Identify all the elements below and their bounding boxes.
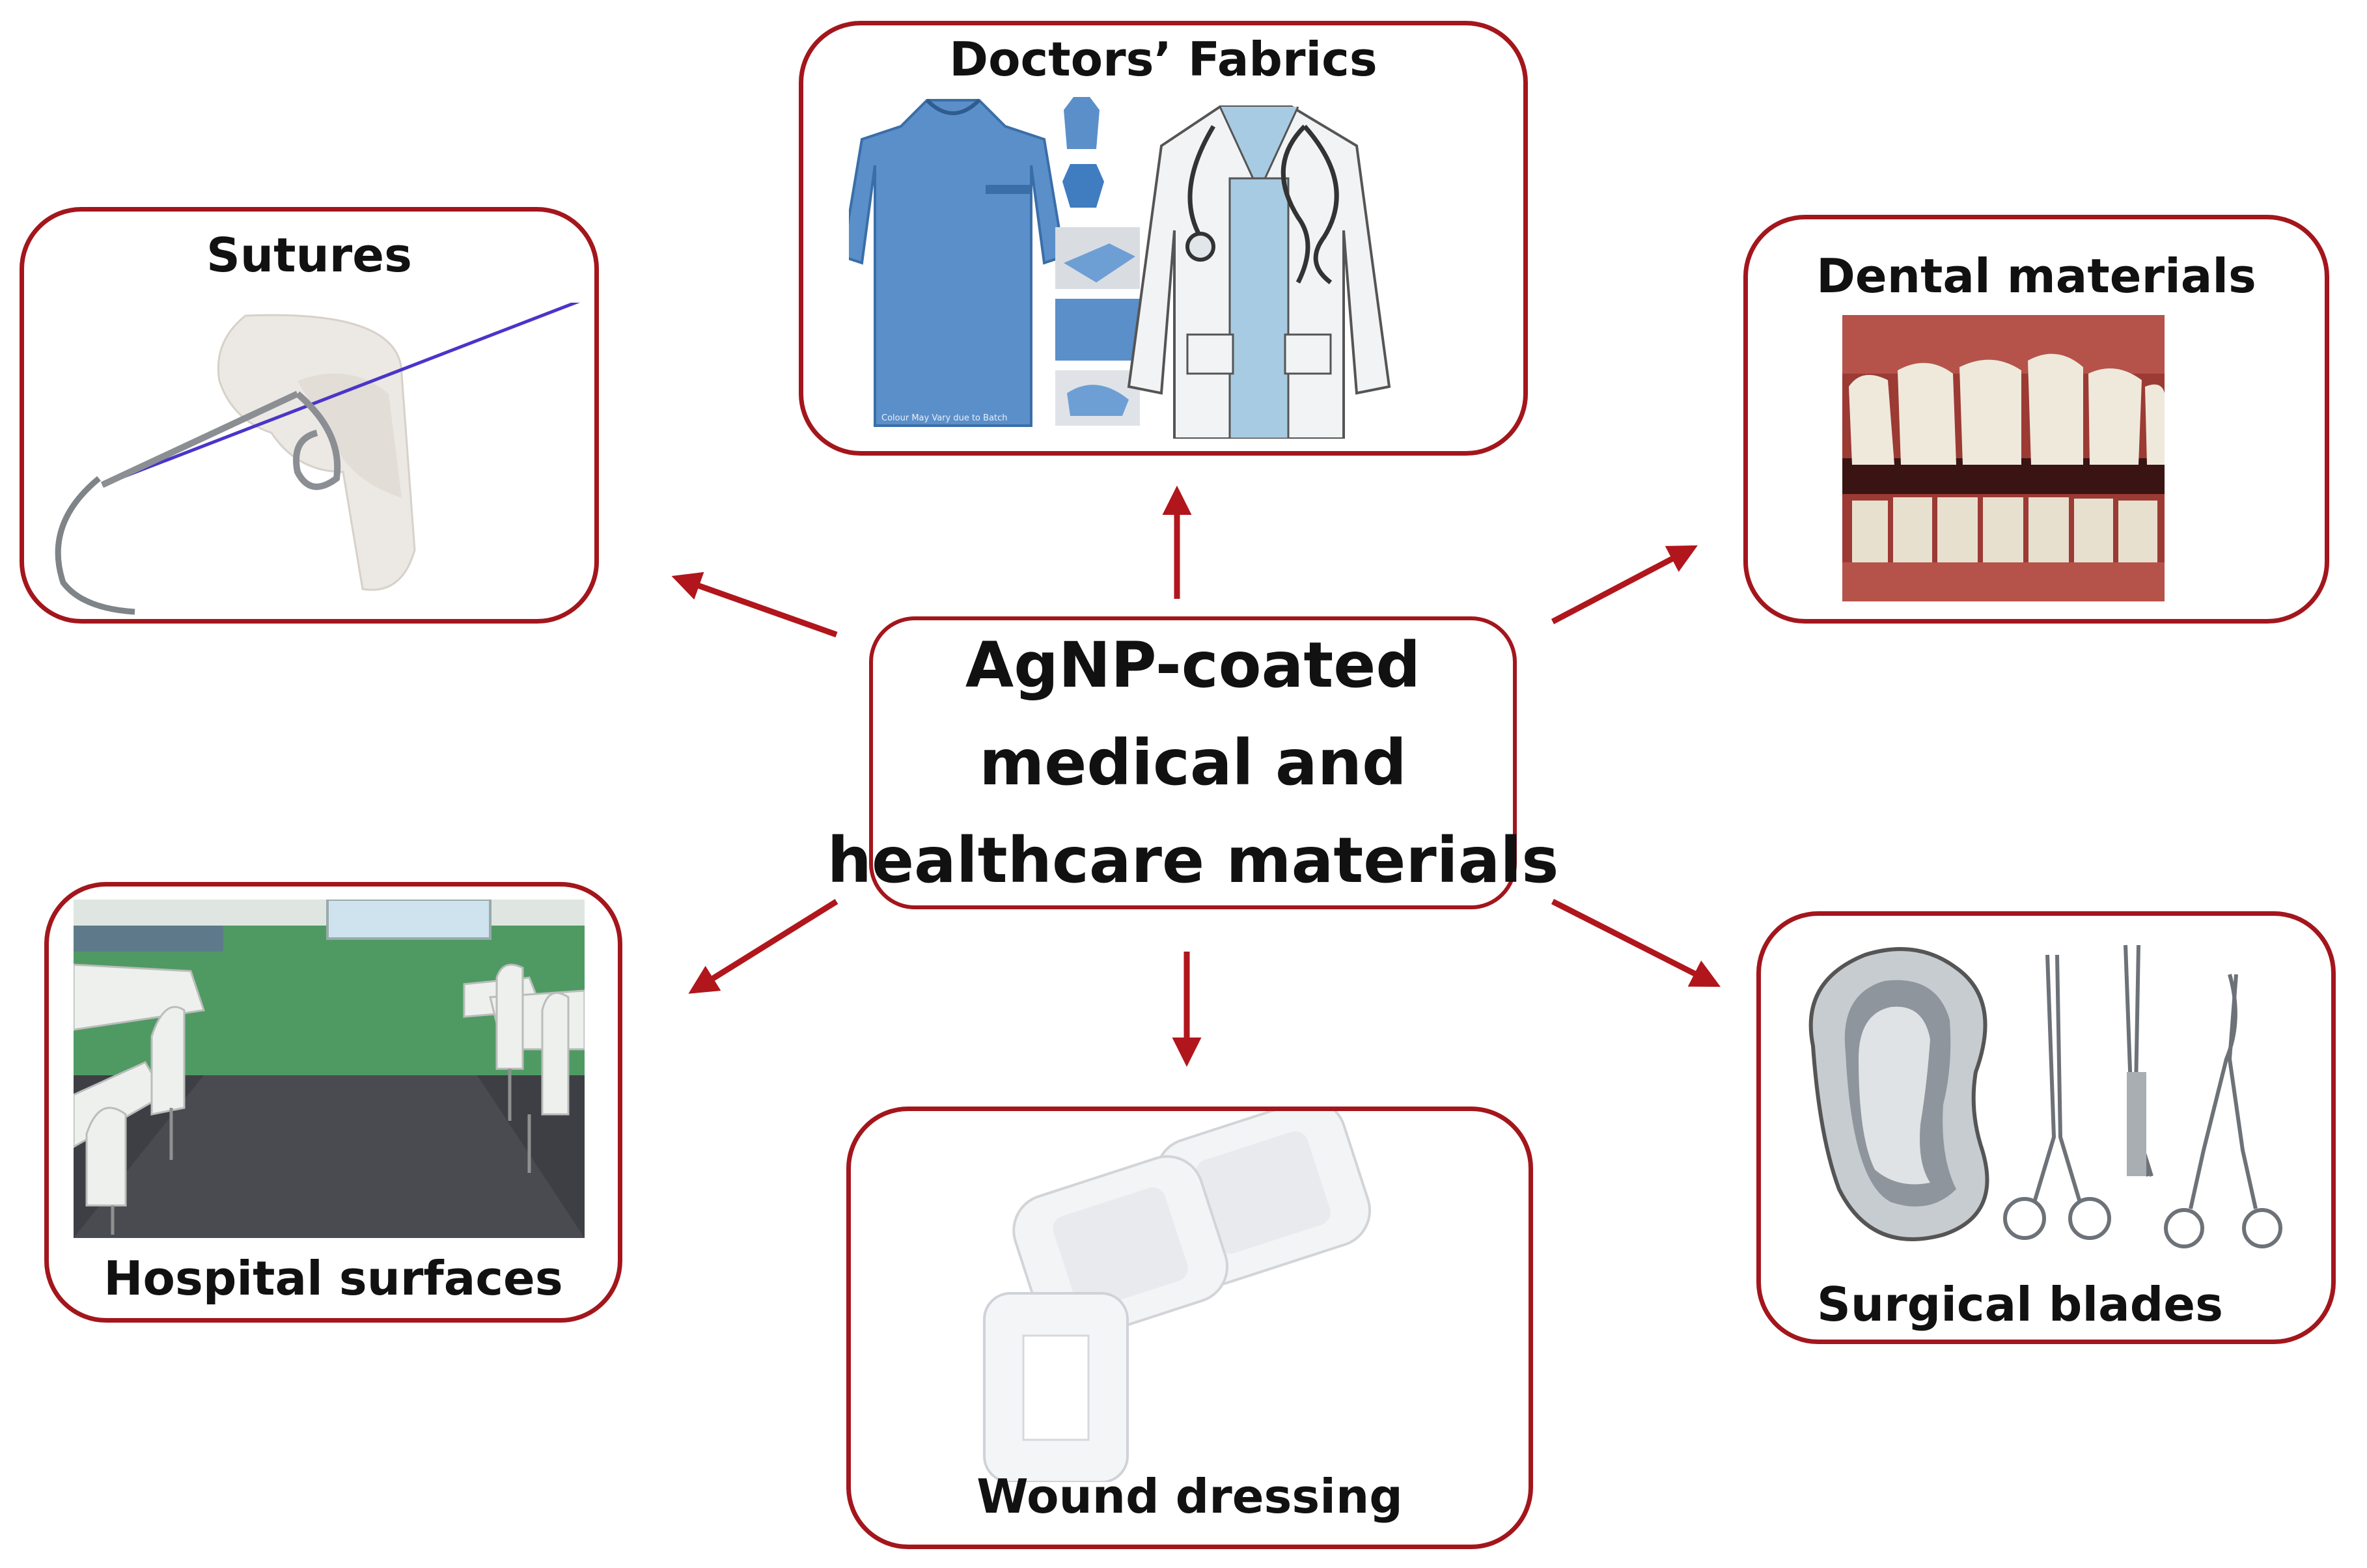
dental-label: Dental materials <box>1816 249 2256 303</box>
node-surgical-blades: Surgical blades <box>1756 911 2336 1344</box>
center-node: AgNP-coated medical and healthcare mater… <box>827 616 1558 909</box>
arrow-to-surgical <box>1551 898 1721 987</box>
hospital-ward-image <box>74 900 585 1238</box>
surgical-tools-image <box>1808 944 2282 1248</box>
node-dental-materials: Dental materials <box>1743 215 2329 624</box>
node-hospital-surfaces: Hospital surfaces <box>44 882 622 1323</box>
center-title: AgNP-coated medical and healthcare mater… <box>827 616 1559 909</box>
fabrics-label: Doctors’ Fabrics <box>949 32 1377 87</box>
wound-label: Wound dressing <box>976 1469 1403 1524</box>
wound-dressing-image <box>983 1111 1372 1482</box>
svg-text:Colour May Vary due to Batch: Colour May Vary due to Batch <box>881 413 1008 423</box>
node-sutures: Sutures <box>20 207 599 624</box>
sutures-label: Sutures <box>206 228 412 282</box>
suture-needle-image <box>55 303 580 615</box>
surgical-label: Surgical blades <box>1817 1277 2223 1332</box>
node-doctors-fabrics: Doctors’ Fabrics Colour May Vary due to … <box>799 21 1528 456</box>
gown-and-coat-image: Colour May Vary due to Batch <box>849 97 1391 439</box>
center-line-3: healthcare materials <box>827 824 1559 897</box>
arrow-to-hospital <box>688 899 838 994</box>
center-line-2: medical and <box>979 726 1407 799</box>
hospital-label: Hospital surfaces <box>104 1251 563 1306</box>
arrow-to-sutures <box>671 571 838 638</box>
center-line-1: AgNP-coated <box>965 629 1421 702</box>
arrow-to-dental <box>1551 545 1698 624</box>
node-wound-dressing: Wound dressing <box>846 1107 1533 1549</box>
teeth-image <box>1842 315 2165 601</box>
